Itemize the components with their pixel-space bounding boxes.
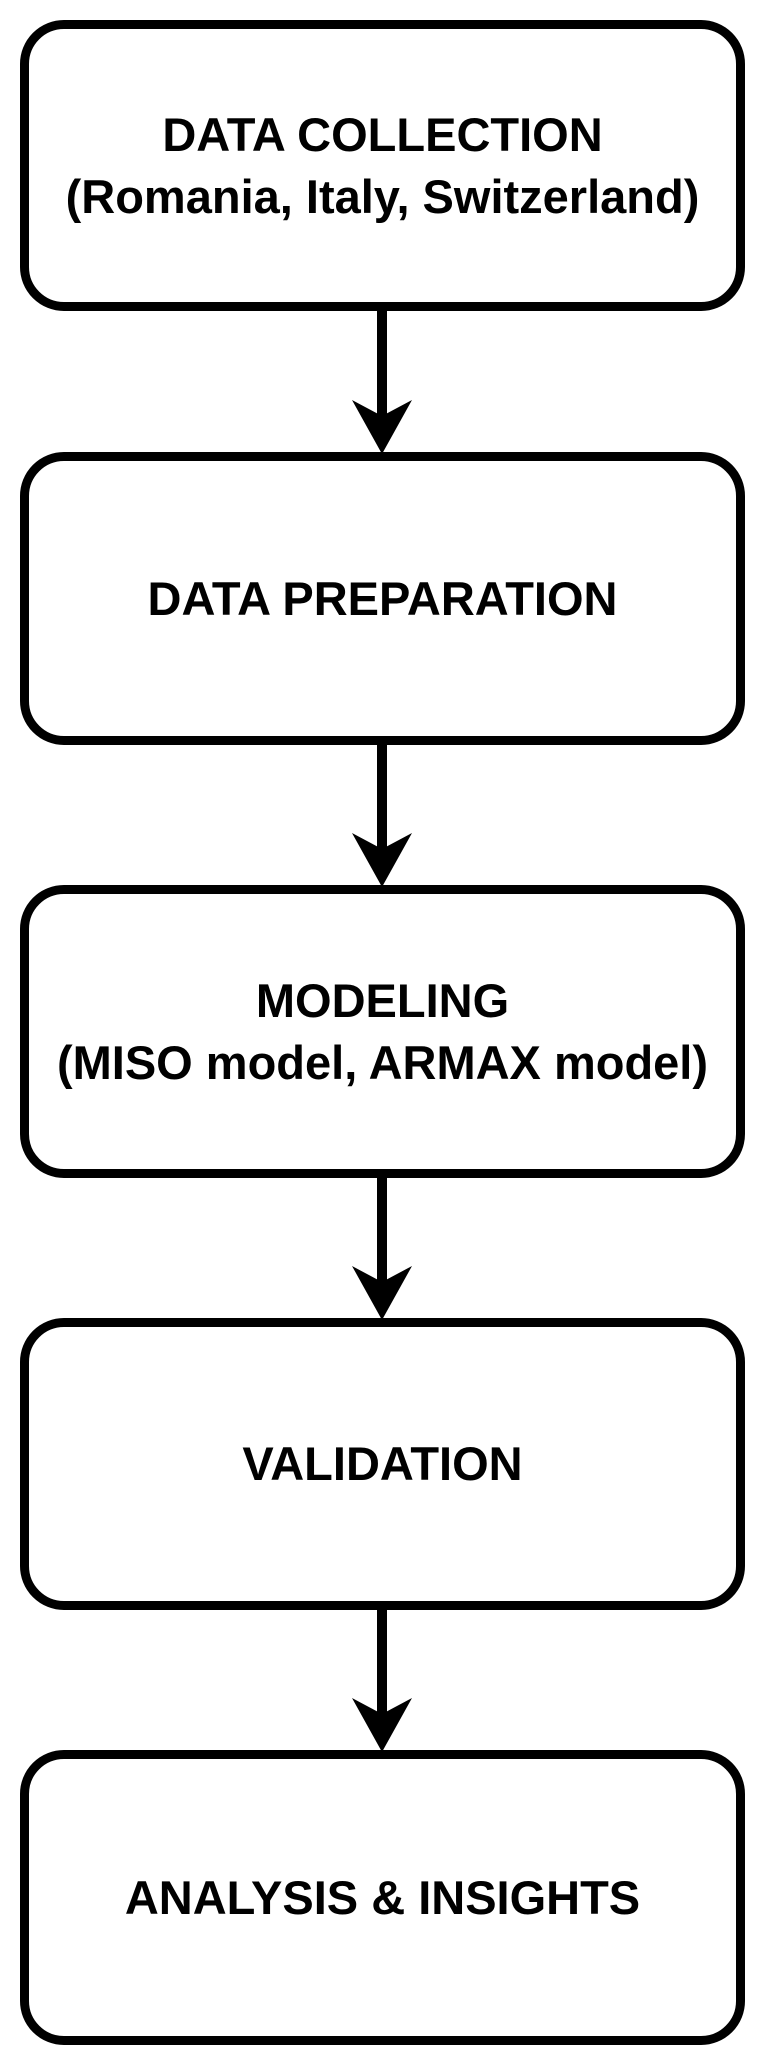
flow-node-analysis-insights: ANALYSIS & INSIGHTS: [20, 1750, 745, 2045]
node-subtitle: (MISO model, ARMAX model): [56, 1035, 709, 1089]
flow-arrow-down-icon: [342, 745, 422, 887]
flow-node-data-preparation: DATA PREPARATION: [20, 452, 745, 745]
flow-arrow-down-icon: [342, 1178, 422, 1320]
node-title: ANALYSIS & INSIGHTS: [124, 1870, 641, 1924]
flow-arrow-down-icon: [342, 1610, 422, 1752]
node-title: MODELING: [255, 973, 510, 1027]
node-subtitle: (Romania, Italy, Switzerland): [65, 169, 700, 223]
flow-node-validation: VALIDATION: [20, 1318, 745, 1610]
flow-arrow-down-icon: [342, 310, 422, 454]
node-title: DATA PREPARATION: [147, 571, 618, 625]
flow-node-data-collection: DATA COLLECTION (Romania, Italy, Switzer…: [20, 20, 745, 311]
node-title: VALIDATION: [242, 1437, 523, 1490]
node-title: DATA COLLECTION: [162, 107, 603, 161]
flow-node-modeling: MODELING (MISO model, ARMAX model): [20, 885, 745, 1178]
